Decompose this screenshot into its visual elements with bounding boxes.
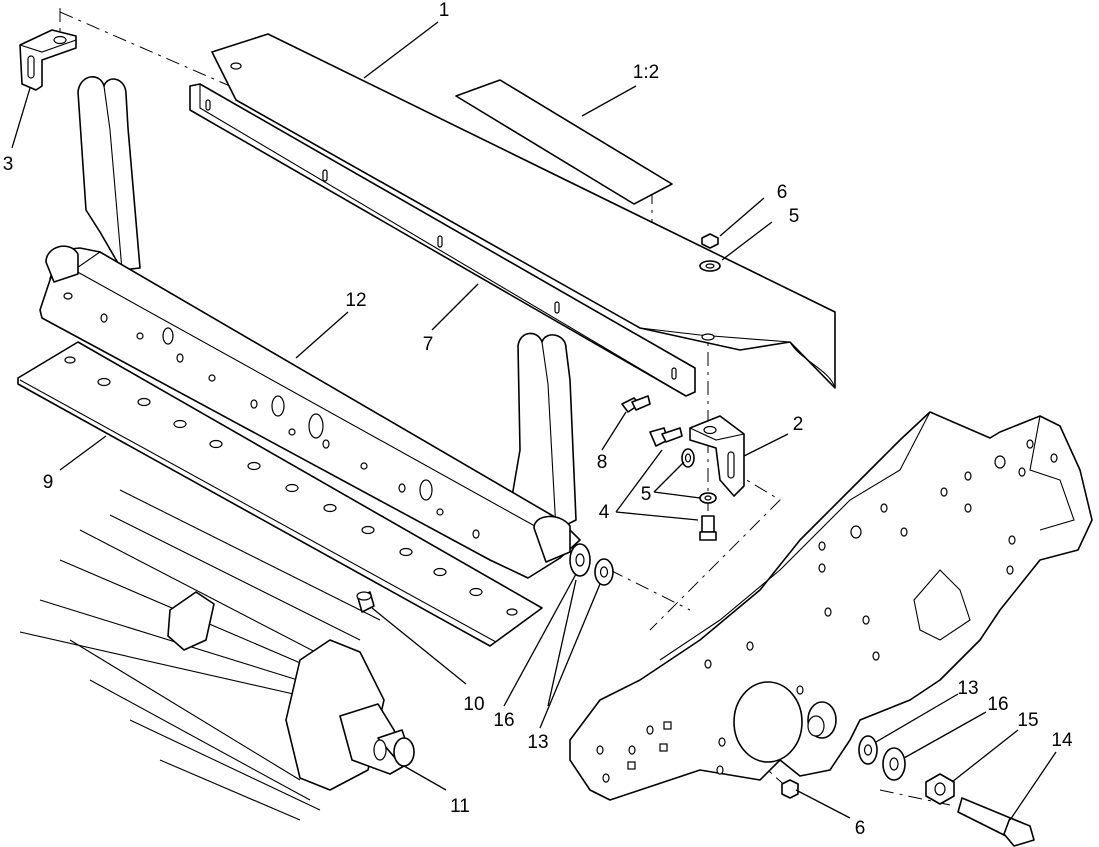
callout-7: 7 [423, 334, 434, 355]
callout-14: 14 [1051, 730, 1073, 751]
callout-13-right: 13 [957, 678, 978, 699]
callout-8: 8 [597, 452, 608, 473]
washers-left [569, 543, 614, 586]
leader-lines [11, 21, 1057, 821]
angle-bracket-left [19, 29, 77, 91]
bedknife-screw [356, 591, 375, 613]
callout-5-right: 5 [789, 206, 800, 227]
callout-16-left: 16 [493, 710, 514, 731]
callout-13-left: 13 [527, 732, 548, 753]
callout-1: 1 [439, 0, 450, 21]
callout-1-2: 1:2 [633, 62, 659, 83]
rail-bar [189, 83, 696, 397]
callout-6-bottom: 6 [855, 818, 866, 839]
callout-labels: 1 1:2 2 3 4 5 5 6 6 7 8 9 10 11 12 13 13… [3, 0, 1073, 839]
bedknife [17, 341, 543, 647]
callout-3: 3 [3, 154, 14, 175]
callout-9: 9 [43, 472, 54, 493]
angle-bracket-right [689, 415, 745, 497]
callout-2: 2 [793, 414, 804, 435]
callout-10: 10 [463, 694, 484, 715]
decal [455, 79, 673, 205]
callout-11: 11 [450, 796, 470, 817]
hardware-top [699, 233, 721, 272]
hardware-bottom [781, 735, 1035, 847]
callout-16-right: 16 [987, 694, 1008, 715]
reel [19, 489, 415, 821]
frame-holes [63, 292, 480, 539]
hardware-mid [621, 395, 717, 541]
callout-15: 15 [1017, 710, 1038, 731]
bedknife-holes [64, 356, 518, 616]
callout-5-left: 5 [641, 484, 652, 505]
side-plate-holes [596, 439, 1058, 783]
side-plate [569, 411, 1093, 801]
callout-6-top: 6 [777, 182, 788, 203]
main-frame [39, 76, 581, 579]
callout-4: 4 [599, 502, 610, 523]
shield-cover [211, 33, 836, 389]
callout-12: 12 [345, 290, 366, 311]
